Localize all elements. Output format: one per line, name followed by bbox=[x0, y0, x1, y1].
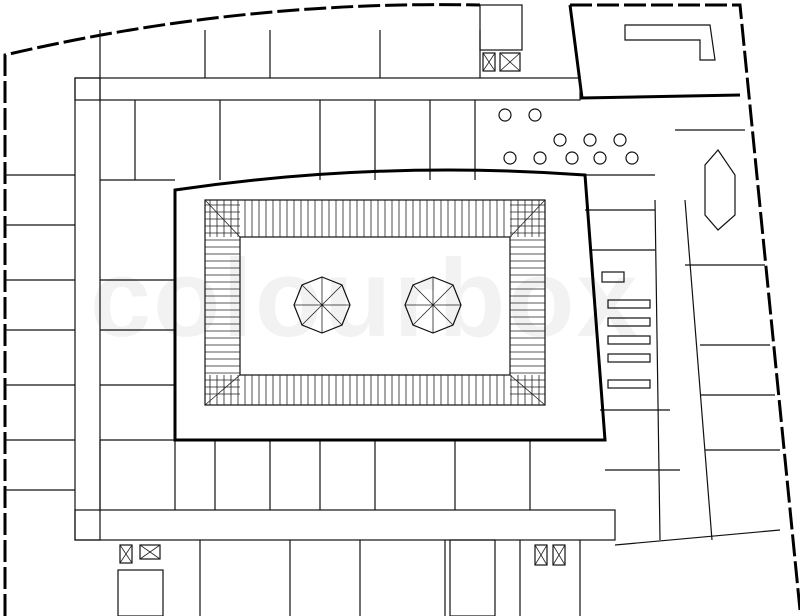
cafe-table bbox=[613, 133, 627, 147]
classroom-desks bbox=[601, 271, 651, 389]
cafe-tables bbox=[498, 108, 639, 165]
elevators bbox=[119, 52, 566, 566]
cafe-table bbox=[503, 151, 517, 165]
exterior-walls bbox=[3, 3, 800, 616]
wall bbox=[509, 199, 546, 238]
wall bbox=[509, 374, 546, 406]
cafe-table bbox=[593, 151, 607, 165]
umbrella-icon bbox=[404, 276, 462, 334]
rooms bbox=[5, 30, 781, 616]
cafe-table bbox=[498, 108, 512, 122]
wall bbox=[614, 529, 781, 546]
atrium bbox=[173, 168, 607, 442]
stairs bbox=[117, 4, 523, 616]
corridors bbox=[74, 77, 713, 541]
umbrella-icon bbox=[293, 276, 351, 334]
cafe-table bbox=[625, 151, 639, 165]
conference-table-top bbox=[624, 24, 716, 61]
wall bbox=[204, 374, 241, 406]
cafe-table bbox=[583, 133, 597, 147]
wall bbox=[204, 199, 241, 238]
cafe-table bbox=[528, 108, 542, 122]
conference-table-right bbox=[704, 149, 736, 231]
cafe-table bbox=[553, 133, 567, 147]
atrium-steps bbox=[204, 199, 546, 406]
cafe-table bbox=[533, 151, 547, 165]
cafe-table bbox=[565, 151, 579, 165]
